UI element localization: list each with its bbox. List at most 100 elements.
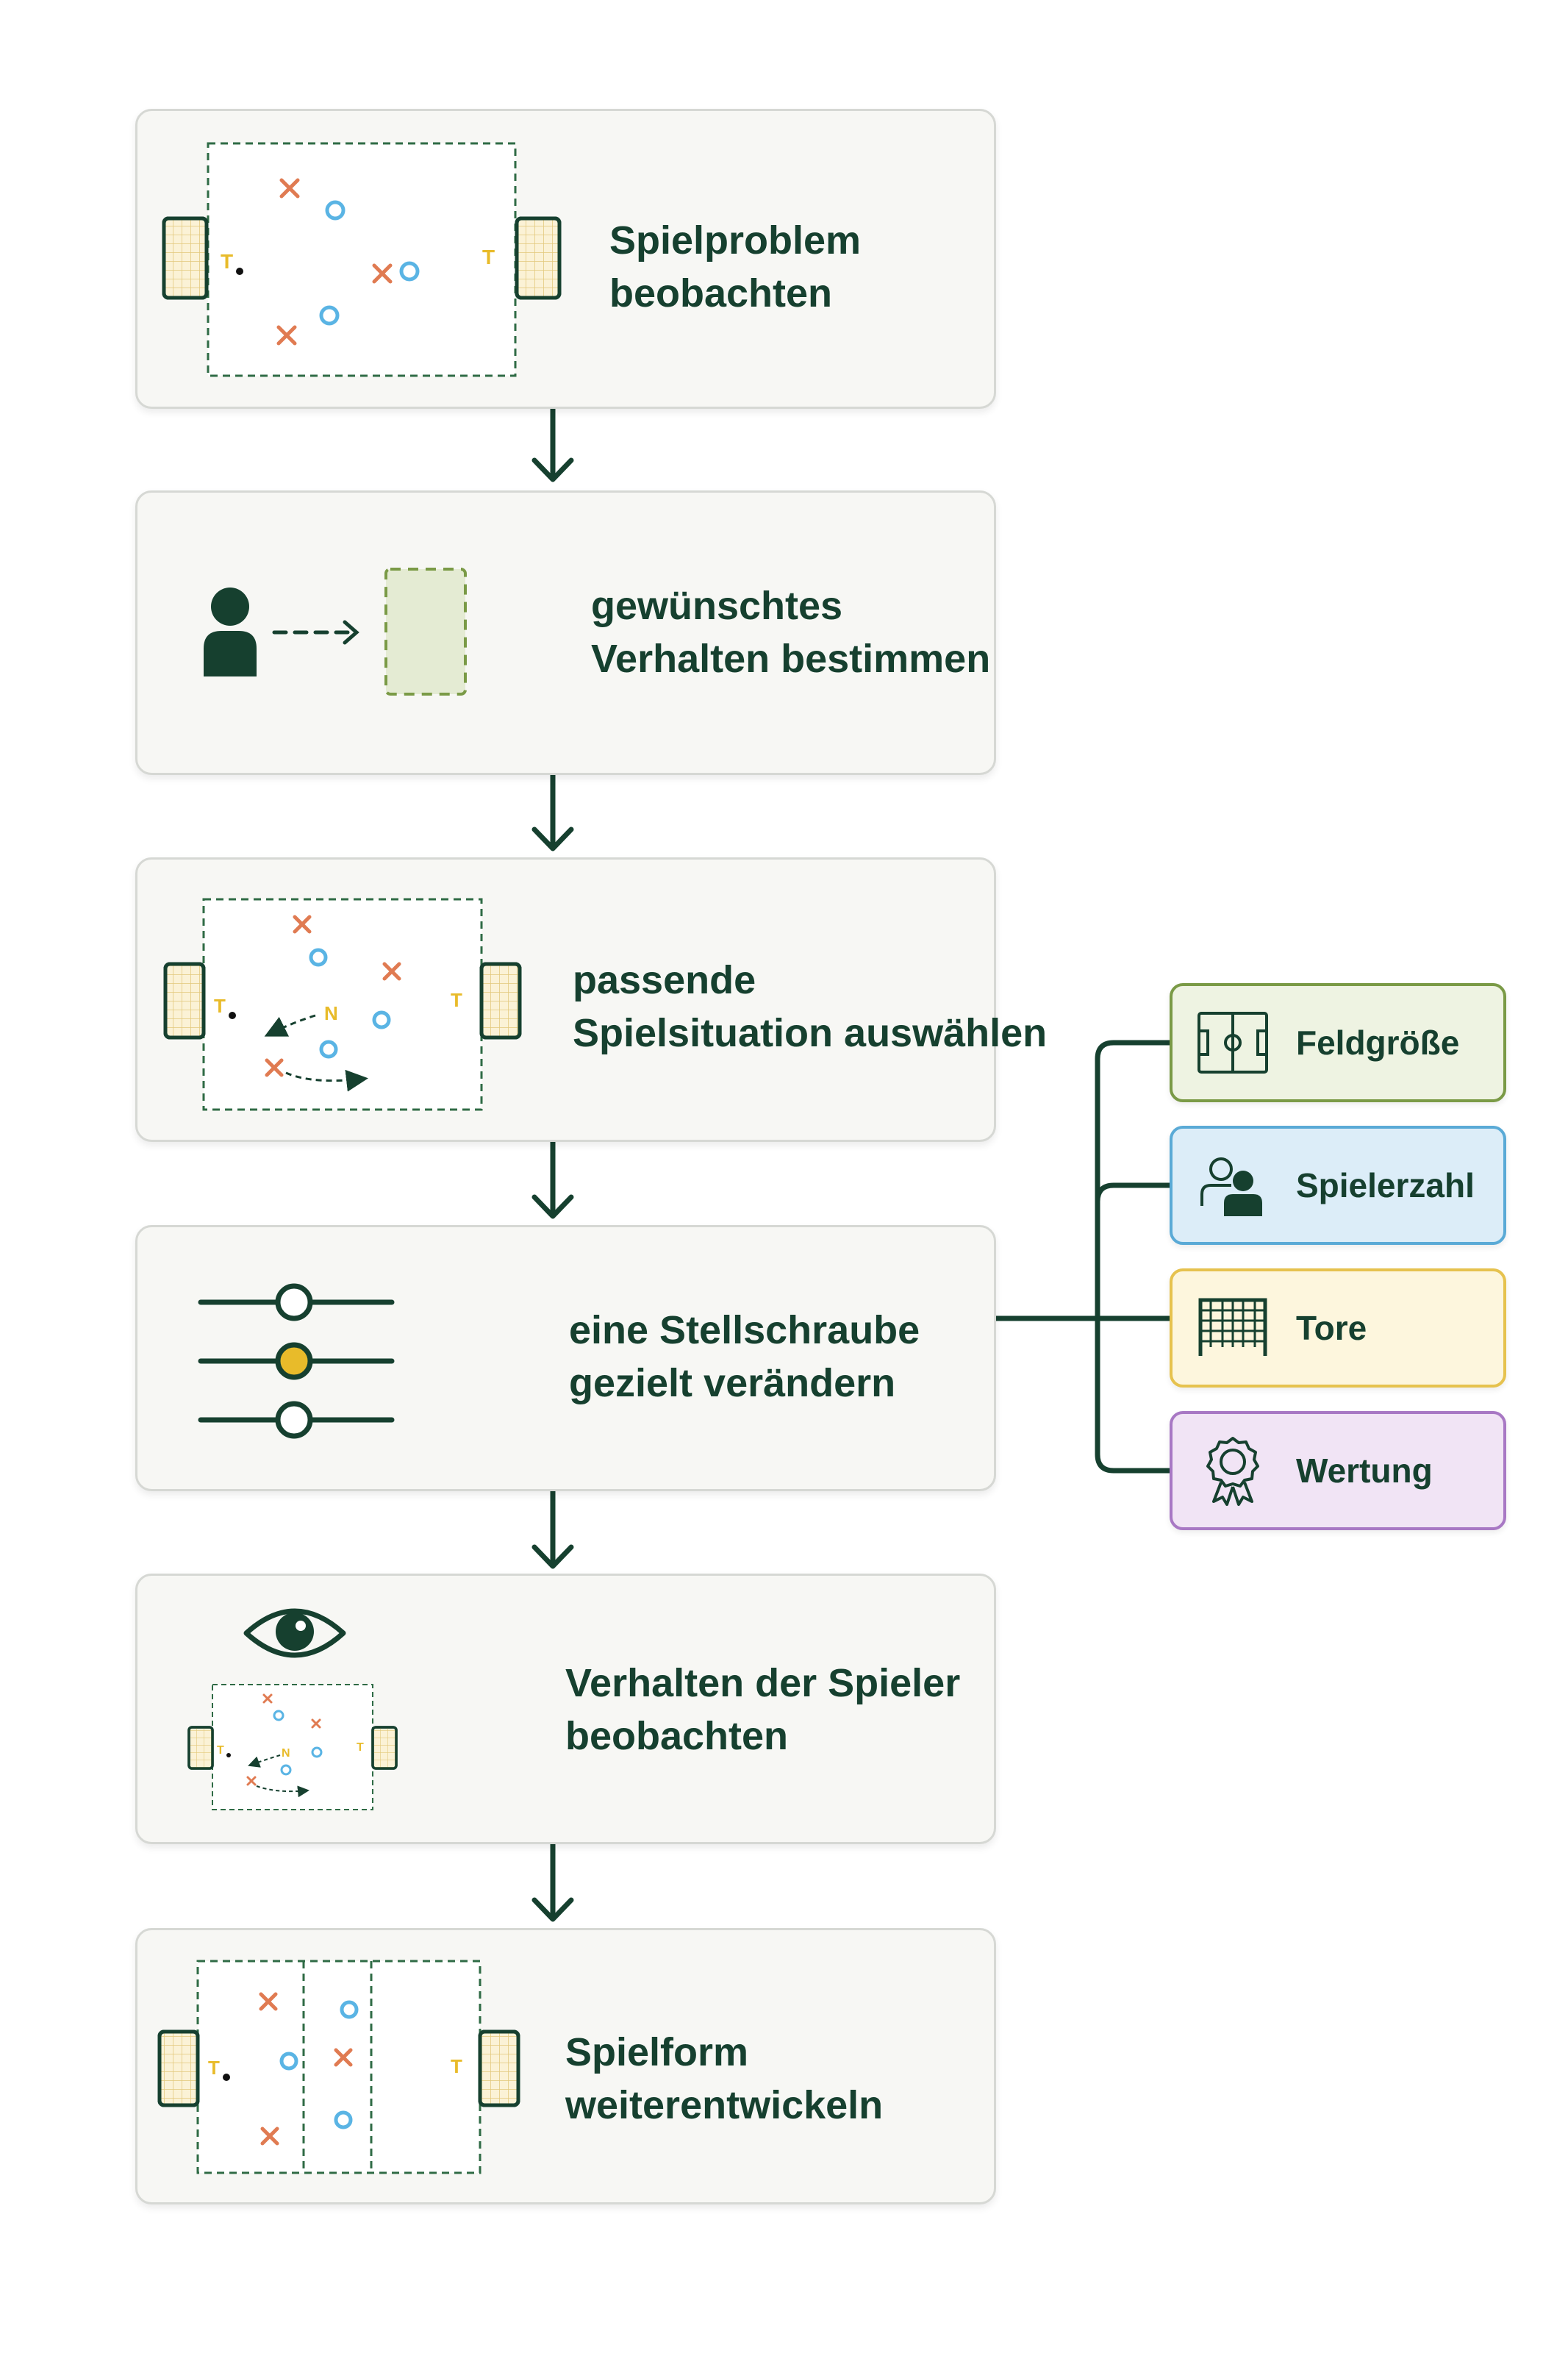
step-observe-problem: T T Spielproblem beobachten — [135, 109, 996, 409]
neutral-player-marker: N — [282, 1747, 290, 1760]
flow-arrow-4 — [531, 1488, 574, 1569]
pitch-illustration: T T — [162, 142, 562, 377]
right-goal — [515, 216, 562, 300]
eye-icon — [243, 1608, 346, 1658]
behavior-illustration — [204, 568, 467, 696]
run-path — [285, 1069, 368, 1092]
player-circle — [319, 305, 340, 326]
flow-arrow-2 — [531, 772, 574, 851]
player-cross — [262, 1693, 273, 1704]
left-goal — [162, 216, 209, 300]
pitch-illustration: T T N — [163, 898, 522, 1111]
step-select-situation: T T N passende Spielsituation auswählen — [135, 857, 1047, 1142]
option-label: Wertung — [1296, 1452, 1433, 1490]
flow-arrow-3 — [531, 1139, 574, 1219]
player-circle — [273, 1710, 284, 1721]
flow-arrow-1 — [531, 406, 574, 482]
player-cross — [311, 1718, 321, 1729]
player-circle — [280, 1764, 292, 1776]
goal-icon — [1198, 1298, 1267, 1356]
player-cross — [246, 1776, 257, 1786]
step-label-line: Spielsituation auswählen — [573, 1011, 1048, 1055]
step-label: gewünschtes Verhalten bestimmen — [591, 579, 990, 685]
pass-path — [264, 1014, 316, 1037]
player-circle — [309, 948, 328, 967]
player-cross — [334, 2048, 353, 2067]
player-cross — [276, 325, 297, 346]
option-label: Spielerzahl — [1296, 1166, 1475, 1204]
player-cross — [259, 1992, 278, 2011]
player-circle — [340, 2000, 359, 2019]
pitch-illustration: T T — [157, 1960, 520, 2174]
step-label: Spielform weiterentwickeln — [565, 2026, 883, 2132]
player-circle — [279, 2052, 298, 2071]
left-goal — [163, 962, 206, 1040]
step-label-line: Verhalten der Spieler — [565, 1661, 961, 1705]
left-goal — [157, 2029, 200, 2107]
option-field-size: Feldgröße — [1170, 983, 1506, 1102]
step-label-line: Spielform — [565, 2030, 749, 2074]
pass-path — [248, 1754, 281, 1768]
slider-knob — [275, 1283, 313, 1321]
field-icon — [1198, 1012, 1268, 1074]
player-circle — [399, 261, 420, 282]
target-player-marker: T — [208, 2057, 220, 2079]
target-player-marker: T — [451, 989, 462, 1011]
player-circle — [311, 1746, 323, 1758]
right-goal — [478, 2029, 520, 2107]
ball — [236, 268, 243, 275]
step-label: Spielproblem beobachten — [609, 214, 861, 320]
dashed-arrow-icon — [272, 620, 359, 645]
target-player-marker: T — [221, 250, 233, 273]
step-label: passende Spielsituation auswählen — [573, 954, 1047, 1060]
player-circle — [334, 2110, 353, 2129]
player-cross — [279, 178, 300, 199]
option-label: Feldgröße — [1296, 1024, 1460, 1062]
step-label-line: gezielt verändern — [569, 1361, 896, 1405]
step-label-line: gewünschtes — [591, 584, 843, 628]
slider-knob-active — [275, 1342, 313, 1380]
player-cross — [260, 2127, 279, 2146]
step-label-line: weiterentwickeln — [565, 2083, 884, 2127]
player-cross — [382, 962, 401, 981]
person-icon — [204, 588, 257, 676]
step-label: eine Stellschraube gezielt verändern — [569, 1304, 920, 1410]
step-label-line: beobachten — [609, 271, 833, 315]
right-goal — [371, 1726, 398, 1770]
run-path — [256, 1785, 309, 1798]
step-observe-players: T T N Verhalten der Spieler beobachten — [135, 1574, 996, 1844]
step-define-behavior: gewünschtes Verhalten bestimmen — [135, 490, 996, 775]
step-label-line: Verhalten bestimmen — [591, 637, 991, 681]
player-cross — [372, 263, 393, 284]
ball — [223, 2074, 230, 2081]
target-player-marker: T — [357, 1741, 364, 1754]
award-icon — [1206, 1437, 1259, 1506]
step-label-line: passende — [573, 958, 756, 1002]
player-cross — [293, 915, 312, 934]
target-player-marker: T — [451, 2055, 462, 2077]
option-scoring: Wertung — [1170, 1411, 1506, 1530]
branch-connector — [993, 1040, 1173, 1474]
player-circle — [325, 200, 346, 221]
ball — [229, 1012, 236, 1019]
sliders-icon — [198, 1283, 395, 1439]
step-adjust-parameter: eine Stellschraube gezielt verändern — [135, 1225, 996, 1491]
step-develop-game-form: T T Spielform weiterentwickeln — [135, 1928, 996, 2204]
ball — [226, 1753, 231, 1757]
player-circle — [319, 1040, 338, 1059]
flow-arrow-5 — [531, 1841, 574, 1922]
target-player-marker: T — [214, 995, 226, 1017]
players-icon — [1200, 1157, 1262, 1216]
neutral-player-marker: N — [324, 1002, 338, 1024]
player-cross — [265, 1058, 284, 1077]
step-label-line: eine Stellschraube — [569, 1308, 920, 1352]
step-label: Verhalten der Spieler beobachten — [565, 1657, 960, 1763]
left-goal — [187, 1726, 214, 1770]
option-goals: Tore — [1170, 1268, 1506, 1388]
target-area — [384, 568, 467, 696]
target-player-marker: T — [217, 1744, 224, 1757]
player-circle — [372, 1010, 391, 1029]
option-label: Tore — [1296, 1309, 1367, 1347]
